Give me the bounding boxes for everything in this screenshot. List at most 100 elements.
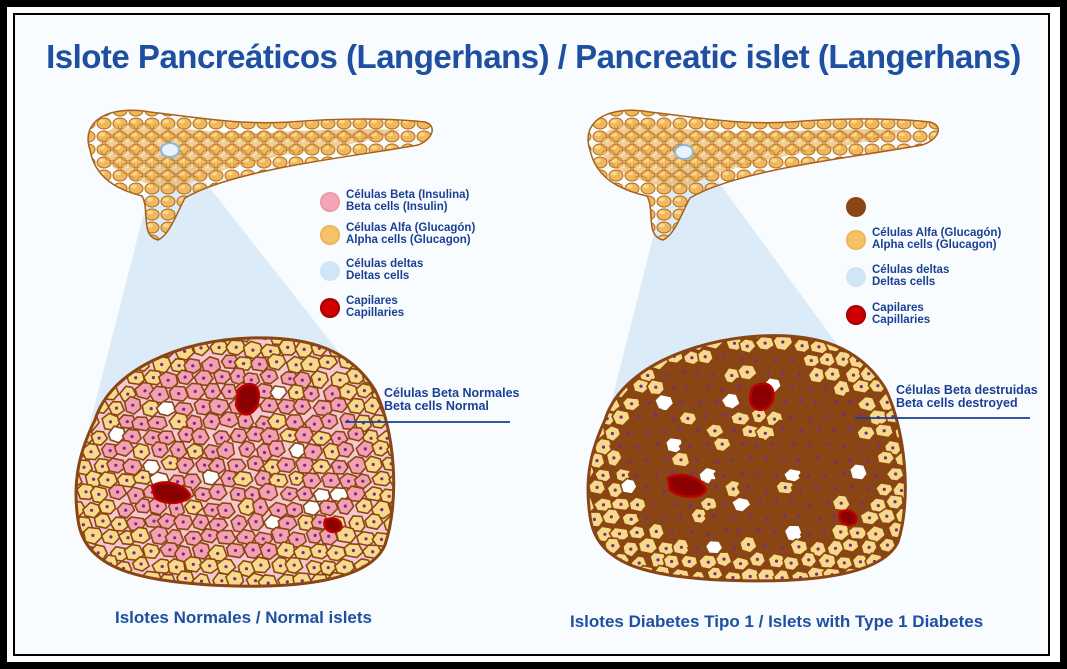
cell-nucleus: [638, 415, 641, 418]
cell-nucleus: [313, 566, 316, 569]
cell-nucleus: [160, 363, 163, 366]
cell-nucleus: [293, 508, 296, 511]
cell-nucleus: [707, 503, 710, 506]
cell-nucleus: [90, 361, 93, 364]
cell-nucleus: [595, 459, 598, 462]
cell-nucleus: [654, 386, 657, 389]
islet-cell: [903, 350, 920, 368]
legend-label-en: Beta cells (Insulin): [346, 201, 469, 213]
cell-nucleus: [275, 360, 278, 363]
cell-nucleus: [355, 404, 358, 407]
cell-nucleus: [377, 360, 380, 363]
cell-nucleus: [749, 457, 752, 460]
cell-nucleus: [126, 536, 129, 539]
cell-nucleus: [202, 493, 205, 496]
cell-nucleus: [733, 342, 736, 345]
islet-cell: [400, 426, 416, 443]
islet-cell: [662, 584, 680, 600]
cell-nucleus: [381, 564, 384, 567]
islet-cell: [879, 338, 897, 353]
islet-cell: [594, 383, 612, 396]
islet-cell: [605, 335, 622, 350]
cell-nucleus: [749, 575, 752, 578]
cell-nucleus: [808, 443, 811, 446]
islet-cell: [870, 583, 888, 598]
cell-nucleus: [328, 334, 331, 337]
cell-nucleus: [348, 333, 351, 336]
cell-nucleus: [586, 356, 589, 359]
cell-nucleus: [380, 538, 383, 541]
cell-nucleus: [638, 562, 641, 565]
cell-nucleus: [271, 466, 274, 469]
islet-cell: [912, 335, 930, 350]
cell-nucleus: [849, 428, 852, 431]
islet-cell: [65, 387, 81, 404]
cell-nucleus: [311, 593, 314, 596]
cell-nucleus: [363, 504, 366, 507]
cell-nucleus: [208, 564, 211, 567]
cell-nucleus: [89, 450, 92, 453]
cell-nucleus: [781, 576, 784, 579]
cell-nucleus: [346, 594, 349, 597]
capillary: [750, 384, 774, 410]
cell-nucleus: [199, 435, 202, 438]
cell-nucleus: [414, 564, 417, 567]
cell-nucleus: [635, 531, 638, 534]
cell-nucleus: [815, 374, 818, 377]
cell-nucleus: [800, 430, 803, 433]
cell-nucleus: [141, 476, 144, 479]
cell-nucleus: [269, 350, 272, 353]
cell-nucleus: [725, 528, 728, 531]
cell-nucleus: [791, 384, 794, 387]
cell-nucleus: [361, 480, 364, 483]
cell-nucleus: [263, 390, 266, 393]
cell-nucleus: [630, 518, 633, 521]
islet-cell: [64, 560, 83, 576]
cell-nucleus: [690, 356, 693, 359]
cell-nucleus: [262, 477, 265, 480]
cell-nucleus: [235, 464, 238, 467]
cell-nucleus: [817, 547, 820, 550]
cell-nucleus: [815, 573, 818, 576]
cell-nucleus: [97, 579, 100, 582]
cell-nucleus: [152, 436, 155, 439]
cell-nucleus: [826, 587, 829, 590]
cell-nucleus: [354, 578, 357, 581]
cell-nucleus: [594, 575, 597, 578]
cell-nucleus: [191, 593, 194, 596]
cell-nucleus: [644, 573, 647, 576]
cell-nucleus: [593, 518, 596, 521]
cell-nucleus: [876, 384, 879, 387]
caption-left: Islotes Normales / Normal islets: [115, 608, 372, 628]
islet-cell: [115, 589, 132, 605]
cell-nucleus: [228, 477, 231, 480]
callout-label-en: Beta cells Normal: [384, 400, 519, 413]
islet-cell: [405, 474, 423, 489]
islet-cell: [884, 350, 901, 366]
cell-nucleus: [860, 502, 863, 505]
cell-nucleus: [903, 575, 906, 578]
legend-label-es: Células deltas: [872, 264, 949, 276]
cell-nucleus: [883, 429, 886, 432]
islet-cell: [578, 380, 596, 395]
cell-nucleus: [635, 445, 638, 448]
cell-nucleus: [886, 544, 889, 547]
cell-nucleus: [386, 437, 389, 440]
cell-nucleus: [184, 464, 187, 467]
islet-cell: [586, 366, 604, 381]
cell-nucleus: [808, 504, 811, 507]
cell-nucleus: [114, 464, 117, 467]
cell-nucleus: [755, 360, 758, 363]
cell-nucleus: [220, 579, 223, 582]
cell-nucleus: [843, 561, 846, 564]
cell-nucleus: [715, 485, 718, 488]
islet-cell: [381, 370, 400, 385]
cell-nucleus: [246, 505, 249, 508]
cell-nucleus: [622, 328, 625, 331]
cell-nucleus: [331, 450, 334, 453]
cell-nucleus: [673, 503, 676, 506]
cell-nucleus: [909, 443, 912, 446]
cell-nucleus: [622, 474, 625, 477]
cell-nucleus: [328, 593, 331, 596]
